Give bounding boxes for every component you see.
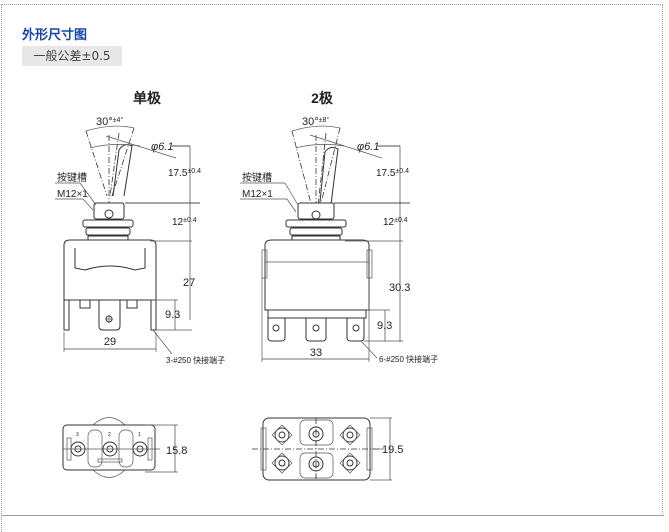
keyway-label: 按键槽 [242, 171, 272, 184]
single-pole-heading: 单极 [133, 90, 162, 106]
lever-diameter-label: φ6.1 [151, 141, 173, 153]
terminal-note: 3-#250 快接端子 [166, 355, 225, 365]
angle-label: 30°±8° [302, 116, 329, 128]
body-width-label: 33 [310, 347, 322, 359]
bushing-height-label: 12±0.4 [383, 217, 408, 228]
bottom-divider [1, 515, 664, 532]
body-width-label: 29 [104, 336, 116, 348]
center-terminal [98, 299, 121, 331]
hex-nut [82, 219, 134, 228]
lever-height-label: 17.5±0.4 [376, 168, 409, 179]
thread-label: M12×1 [57, 189, 88, 200]
lever-height-label: 17.5±0.4 [168, 168, 201, 179]
switch-body [63, 239, 157, 301]
terminal-mark-3: 3 [76, 432, 79, 438]
single-pole-front-view: 单极 30°±4° φ6.1 按键槽 M12×1 [55, 90, 225, 365]
keyway-label: 按键槽 [57, 171, 87, 184]
bottom-depth-label: 15.8 [166, 445, 187, 457]
lever [318, 147, 339, 213]
lever [112, 144, 133, 197]
angle-label: 30°±4° [96, 116, 123, 128]
switch-body [264, 239, 370, 311]
section-title: 外形尺寸图 [22, 28, 88, 43]
lever-diameter-label: φ6.1 [357, 141, 379, 153]
double-pole-heading: 2极 [311, 90, 334, 106]
general-tolerance-badge: 一般公差±0.5 [22, 46, 122, 66]
body-height-label: 27 [183, 277, 195, 289]
terminal-mark-2: 2 [108, 432, 111, 438]
center-terminal [305, 317, 327, 342]
bushing-height-label: 12±0.4 [172, 217, 197, 228]
hex-nut [285, 219, 347, 228]
terminal-length-label: 9.3 [165, 309, 180, 321]
bushing-cap [93, 202, 125, 220]
double-pole-front-view: 2极 30°±8° φ6.1 按键槽 M12×1 [240, 90, 438, 364]
bottom-body [62, 424, 156, 471]
bottom-depth-label: 19.5 [382, 444, 403, 456]
single-pole-bottom-view: 3 2 1 15.8 [62, 417, 187, 478]
terminal-mark-1: 1 [138, 432, 141, 438]
thread-label: M12×1 [242, 189, 273, 200]
terminal-note: 6-#250 快接端子 [379, 354, 438, 364]
terminal-length-label: 9.3 [377, 320, 392, 332]
double-pole-bottom-view: 19.5 [252, 417, 403, 481]
body-height-label: 30.3 [389, 282, 410, 294]
angle-arc [85, 125, 135, 132]
